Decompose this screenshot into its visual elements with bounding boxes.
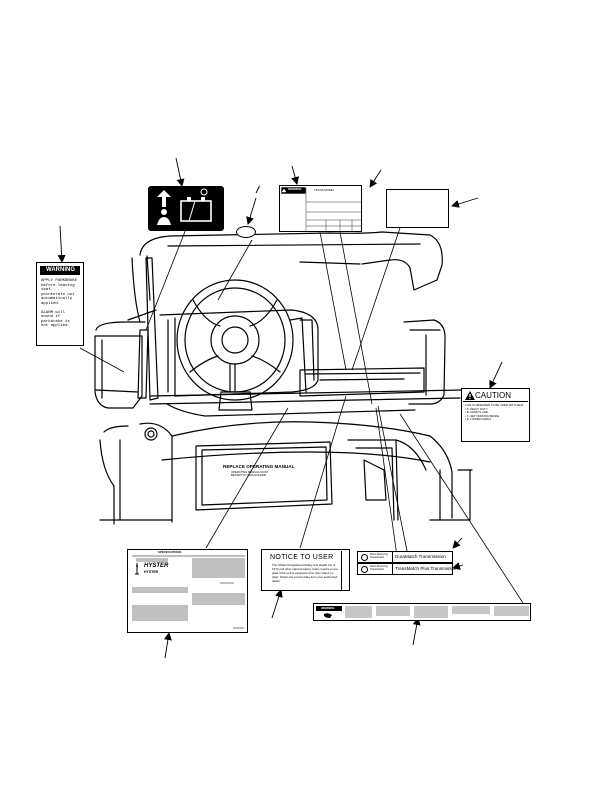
transmission-1-main: DuraMatch Transmission bbox=[395, 554, 446, 559]
caution-text: THIS IS DESIGNED TO BE USED WITH SEAT• A… bbox=[465, 403, 524, 422]
warning-text-line: parkbrake is bbox=[41, 319, 70, 324]
transmission-2-main: TransMatch Plus Transmission bbox=[395, 566, 458, 571]
transmission-1-small: Direct Reversing Transmission bbox=[370, 553, 388, 559]
warning-text-line: pointerate not bbox=[41, 292, 75, 297]
notice-body: The OSHA Occupational Safety and Health … bbox=[272, 563, 338, 583]
transmission-2-divider bbox=[392, 564, 393, 574]
spec-header: SPECIFICATIONS bbox=[158, 550, 182, 554]
warning-text-line: not applied. bbox=[41, 324, 70, 329]
warning-text-line: ALARM will bbox=[41, 310, 66, 315]
capacity-caption: TRUCK MODEL bbox=[314, 188, 335, 192]
duramatch-transmission-decal: Direct Reversing Transmission DuraMatch … bbox=[357, 551, 453, 563]
hyster-brand: HYSTER bbox=[144, 563, 169, 569]
caution-header: CAUTION bbox=[475, 391, 511, 400]
warning-text-line: applied. bbox=[41, 301, 61, 306]
caution-text-line: • A. HEAVY DUTY bbox=[465, 406, 488, 411]
caution-header-bar bbox=[463, 390, 528, 402]
replace-manual-line: OPERATING MANUAL MUST bbox=[231, 470, 269, 474]
oval-decal bbox=[236, 226, 256, 238]
transmission-1-icon bbox=[361, 554, 368, 561]
capacity-header: WARNING bbox=[288, 187, 302, 191]
transmission-1-divider bbox=[392, 552, 393, 562]
hyster-spec-plate-decal: SPECIFICATIONS HYSTER HYSTER bbox=[127, 549, 248, 633]
warning-text-line: automatically bbox=[41, 297, 73, 302]
warning-text-line: before leaving bbox=[41, 283, 75, 288]
seat-battery-icon bbox=[157, 188, 212, 225]
caution-text-line: • D. LOWER FORKS bbox=[465, 417, 491, 422]
replace-manual-plate: REPLACE OPERATING MANUAL OPERATING MANUA… bbox=[205, 458, 323, 500]
warning-header-bar bbox=[40, 266, 80, 275]
transmatch-plus-transmission-decal: Direct Reversing Transmission TransMatch… bbox=[357, 563, 458, 575]
transmission-2-small: Direct Reversing Transmission bbox=[370, 565, 388, 571]
notice-title: NOTICE TO USER bbox=[270, 554, 334, 561]
caution-decal: CAUTION THIS IS DESIGNED TO BE USED WITH… bbox=[461, 388, 530, 442]
callout-number: 3 bbox=[258, 184, 261, 189]
notice-to-user-decal: NOTICE TO USER The OSHA Occupational Saf… bbox=[261, 549, 350, 591]
bottom-warning-text-lines bbox=[324, 606, 529, 618]
warning-header: WARNING bbox=[46, 267, 75, 273]
capacity-plate-grid bbox=[281, 187, 362, 232]
notice-divider bbox=[341, 551, 342, 590]
caution-triangle-icon bbox=[465, 391, 475, 400]
blank-decal bbox=[386, 189, 449, 228]
hyster-subbrand: HYSTER bbox=[144, 570, 159, 574]
caution-text-line: • C. SET PARKING BRAKE bbox=[465, 413, 500, 418]
caution-text-line: THIS IS DESIGNED TO BE USED WITH SEAT bbox=[465, 403, 524, 407]
caution-text-line: • B. ALWAYS USE bbox=[465, 410, 488, 415]
transmission-2-icon bbox=[361, 566, 368, 573]
bottom-warning-decal: WARNING bbox=[313, 603, 531, 621]
bottom-warning-header: WARNING bbox=[321, 605, 335, 610]
bottom-warning-bar bbox=[316, 606, 342, 611]
capacity-plate-decal: WARNING TRUCK MODEL bbox=[279, 185, 362, 232]
warning-text-line: seat. bbox=[41, 288, 54, 293]
warning-text-line: APPLY PARKBRAKE bbox=[41, 279, 78, 283]
spec-plate-lines bbox=[132, 555, 245, 629]
warning-text-line: sound if bbox=[41, 315, 61, 320]
parking-brake-icon-decal bbox=[148, 186, 224, 231]
replace-manual-title: REPLACE OPERATING MANUAL bbox=[223, 464, 295, 469]
replace-manual-line: BE KEPT IN THIS HOLDER bbox=[231, 473, 266, 478]
